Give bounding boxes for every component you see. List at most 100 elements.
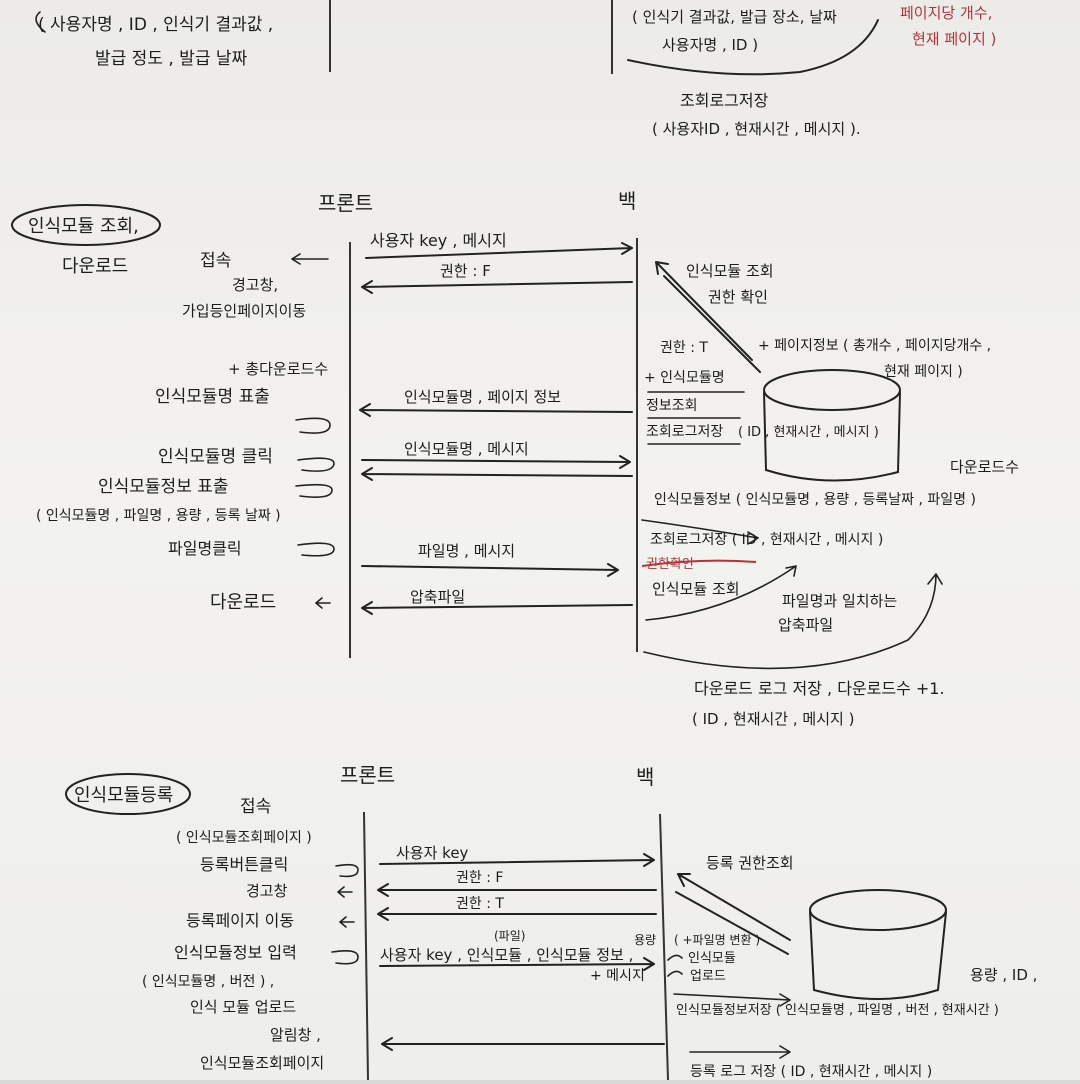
s2-left-label-9: 파일명클릭 [168,539,242,558]
s3-left-label-9: 알림창 , [270,1026,321,1044]
s3-back-arrow-1 [673,993,791,1007]
s3-arrow-notify [381,1037,665,1051]
s3-arrow-upload [379,957,655,971]
s3-msg-1: 사용자 key [396,844,469,862]
top-right-note-line-2: 사용자명 , ID ) [662,36,758,54]
top-log-fields: ( 사용자ID , 현재시간 , 메시지 ). [652,120,861,138]
section3-title-oval [65,773,191,815]
s2-diag-arrow-in [655,261,753,361]
s2-hook-2 [297,457,335,472]
s2-db-top [763,369,901,411]
s3-arrow-request [379,853,655,867]
s2-back-curve-1 [641,519,759,545]
s3-right-label-8: 등록 로그 저장 ( ID , 현재시간 , 메시지 ) [690,1064,932,1080]
s3-db-top [809,889,947,931]
s2-left-label-5: 인식모듈명 표출 [155,387,270,407]
s3-left-label-6: 인식모듈정보 입력 [174,943,297,962]
s2-back-curve-2 [645,565,797,621]
s3-right-label-4: 인식모듈 [688,951,736,966]
s2-msg-5: 파일명 , 메시지 [418,542,515,560]
s2-msg-6: 압축파일 [410,588,465,606]
s2-arrow-deny [361,280,633,294]
s2-left-label-2: 경고창, [232,276,278,294]
s3-right-label-7: 인식모듈정보저장 ( 인식모듈명 , 파일명 , 버전 , 현재시간 ) [676,1003,999,1018]
s2-right-label-4: + 인식모듈명 [644,370,725,386]
s3-db-body [809,911,947,1000]
s3-arrow-allow [377,907,657,921]
s2-msg-1: 사용자 key , 메시지 [370,231,507,250]
s2-hook-arrow-2 [315,597,331,609]
s2-db-body [763,391,901,482]
s2-arrow-file [361,563,619,577]
section2-title: 인식모듈 조회, [28,216,139,237]
s2-back-curve-3 [643,573,943,670]
s2-left-label-6: 인식모듈명 클릭 [158,447,273,467]
s3-arrow-deny [377,883,657,897]
s3-upload-marks [667,954,683,977]
section2-front-header: 프론트 [318,191,373,215]
s3-left-label-7: ( 인식모듈명 , 버전 ) , [142,974,274,990]
s3-right-label-2: 용량 [634,933,656,947]
s2-left-label-8: ( 인식모듈명 , 파일명 , 용량 , 등록 날짜 ) [36,508,281,524]
s3-right-label-1: 등록 권한조회 [706,854,794,872]
s2-right-label-15: 파일명과 일치하는 [782,592,897,610]
s3-left-label-4: 경고창 [246,882,288,900]
s2-right-label-14: 인식모듈 조회 [652,580,740,598]
s2-left-label-1: 접속 [200,251,231,271]
s2-hook-3 [295,483,333,498]
section2-title-oval [11,204,161,246]
s2-right-label-3: 권한 : T [660,340,708,356]
s3-back-arrow-2 [689,1045,791,1059]
s2-arrow-request [365,242,633,259]
s2-red-strike [641,559,757,567]
section2-subtitle: 다운로드 [62,256,128,277]
section-query-download: 인식모듈 조회, 다운로드 프론트 백 접속 경고창, 가입등인페이지이동 + … [11,189,1019,728]
s2-left-label-10: 다운로드 [210,592,276,613]
s2-right-label-5: 정보조회 [646,398,698,414]
section3-title: 인식모듈등록 [74,785,173,806]
s3-msg-3: 권한 : T [456,896,504,912]
s2-right-label-2: 권한 확인 [708,288,768,306]
s2-arrow-select [361,455,631,469]
s3-left-label-2: ( 인식모듈조회페이지 ) [176,830,312,846]
s2-hook-arrow-1 [291,253,329,265]
s3-hook-2 [331,950,359,965]
s3-right-label-5: 업로드 [690,969,726,984]
s2-right-label-16: 압축파일 [778,616,833,634]
s3-hook-1 [335,863,359,878]
s3-diag-arrow-in [677,873,791,941]
s2-right-label-9: 현재 페이지 ) [884,364,963,380]
s2-msg-3: 인식모듈명 , 페이지 정보 [404,388,561,406]
top-left-note-line-2: 발급 정도 , 발급 날짜 [95,49,247,69]
top-right-note-line-1: ( 인식기 결과값, 발급 장소, 날짜 [632,8,837,26]
s2-msg-4: 인식모듈명 , 메시지 [404,440,529,458]
section-register: 인식모듈등록 프론트 백 접속 ( 인식모듈조회페이지 ) 등록버튼클릭 경고창… [65,763,1037,1081]
s2-hook-4 [297,542,335,557]
s2-right-label-8: + 페이지정보 ( 총개수 , 페이지당개수 , [758,338,991,354]
s2-arrow-zip [361,601,633,615]
s2-right-label-11: 인식모듈정보 ( 인식모듈명 , 용량 , 등록날짜 , 파일명 ) [654,492,976,508]
s3-msg-5: (파일) [494,929,525,943]
section3-front-header: 프론트 [340,763,395,787]
s2-arrow-info [361,467,633,481]
top-db-curve [627,19,879,76]
s2-msg-2: 권한 : F [440,262,491,280]
s2-right-label-1: 인식모듈 조회 [686,262,774,280]
s3-msg-6: + 메시지 [590,968,645,984]
section3-front-lifeline [363,811,369,1081]
s3-msg-2: 권한 : F [456,870,503,886]
top-red-note-line-2: 현재 페이지 ) [912,30,996,48]
s3-right-label-6: 용량 , ID , [970,966,1037,984]
s3-left-label-1: 접속 [240,797,271,817]
top-log-label: 조회로그저장 [680,91,769,110]
s2-diag-arrow-out [663,275,761,373]
s2-right-label-13: 권한확인 [646,557,694,572]
left-paren-mark [35,11,46,33]
s3-hook-arrow-1 [337,886,353,898]
section2-back-header: 백 [618,189,636,213]
s2-right-label-10: 다운로드수 [950,458,1019,476]
section3-back-header: 백 [636,765,654,789]
s3-hook-arrow-2 [339,916,355,928]
